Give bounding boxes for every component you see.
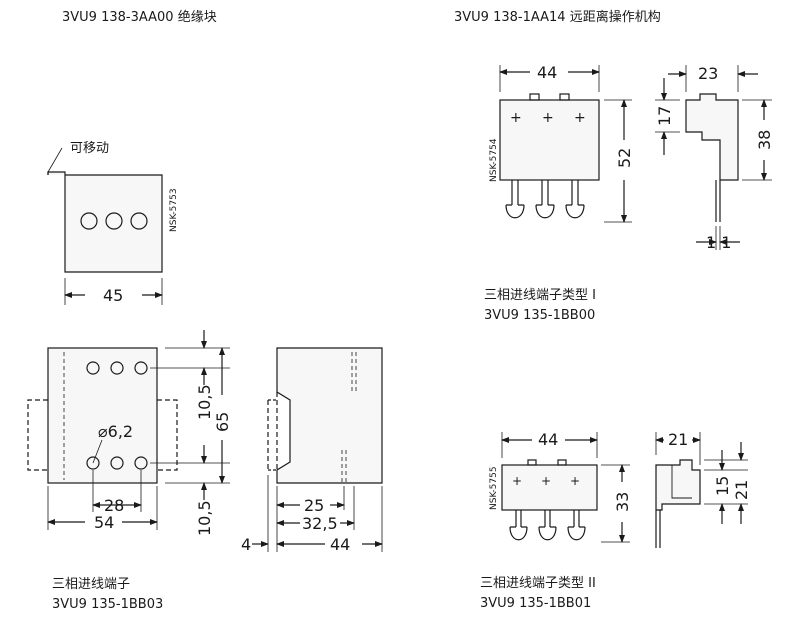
terminal-code: 3VU9 135-1BB03 [52,597,164,612]
terminal-title: 三相进线端子 [52,577,131,592]
type1-side-h1-dim: 17 [655,106,674,126]
type2-plus-2: + [541,474,551,488]
terminal-side-drawing [252,347,383,552]
type1-plus-3: + [574,110,586,126]
type2-drawing-no: NSK-5755 [489,466,499,510]
terminal-a-dim: 28 [104,496,124,515]
terminal-i-dim: 4 [241,535,251,554]
terminal-d-dim: 65 [213,412,232,432]
terminal-b-dim: 54 [94,513,114,532]
type2-side-drawing [655,432,748,548]
terminal-e-dim: 10,5 [195,500,214,536]
insulation-drawing-no: NSK-5753 [169,188,179,232]
type1-width-dim: 44 [537,63,557,82]
terminal-front-drawing [27,330,230,530]
type2-height-dim: 33 [613,492,632,512]
terminal-g-dim: 32,5 [302,514,338,533]
type2-front-drawing [501,432,630,543]
insulation-width-dim: 45 [103,286,123,305]
type1-side-drawing [655,65,772,250]
type2-side-width-dim: 21 [668,430,688,449]
type1-height-dim: 52 [615,148,634,168]
type2-side-h1-dim: 15 [713,476,732,496]
type1-code: 3VU9 135-1BB00 [484,308,596,323]
terminal-h-dim: 44 [330,535,350,554]
movable-label: 可移动 [70,141,109,156]
type1-side-width-dim: 23 [698,64,718,83]
type2-width-dim: 44 [538,430,558,449]
type2-code: 3VU9 135-1BB01 [480,596,592,611]
insulation-code: 3VU9 138-3AA00 [62,10,174,25]
type2-plus-1: + [512,474,522,488]
terminal-hole-dim: ⌀6,2 [98,422,133,441]
type1-pin-dim: 1 1 [706,233,731,252]
type1-front-drawing [499,65,632,223]
terminal-c-dim: 10,5 [195,384,214,420]
remote-code: 3VU9 138-1AA14 [454,10,566,25]
type1-side-h2-dim: 38 [755,130,774,150]
insulation-name: 绝缘块 [177,10,217,25]
type1-title: 三相进线端子类型 I [484,288,596,303]
type1-plus-1: + [510,110,522,126]
insulation-block-drawing [47,147,163,305]
remote-name: 远距离操作机构 [569,10,661,25]
remote-mechanism-title: 3VU9 138-1AA14 远距离操作机构 [454,10,661,26]
type2-title: 三相进线端子类型 II [480,576,596,591]
type1-plus-2: + [542,110,554,126]
terminal-f-dim: 25 [304,496,324,515]
type1-drawing-no: NSK-5754 [489,138,499,182]
type2-plus-3: + [570,474,580,488]
insulation-block-title: 3VU9 138-3AA00 绝缘块 [62,10,217,26]
type2-side-h2-dim: 21 [732,480,751,500]
